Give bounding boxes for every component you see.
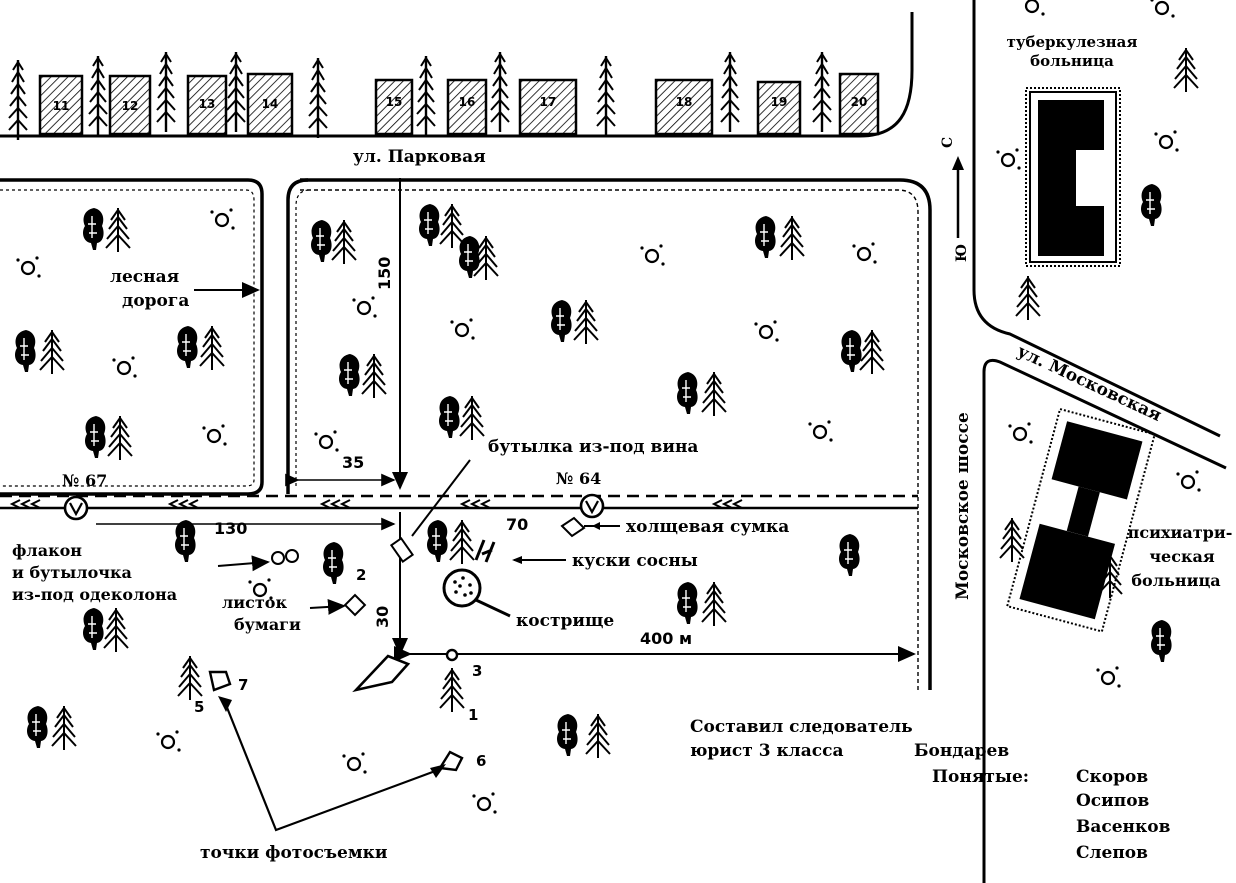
pine-pieces-label: куски сосны (572, 551, 698, 571)
marker-3: 3 (472, 662, 482, 680)
wine-bottle: бутылка из-под вина (389, 437, 698, 564)
forest-road-label-2: дорога (122, 291, 189, 311)
signature-block: Составил следователь юрист 3 класса Бонд… (690, 717, 1171, 863)
house-number: 14 (262, 97, 279, 111)
witness-1: Скоров (1076, 767, 1148, 787)
witness-2: Осипов (1076, 791, 1150, 811)
witnesses-label: Понятые: (932, 767, 1029, 787)
campfire-label: кострище (516, 611, 614, 631)
marker-2: 2 (356, 566, 366, 584)
flacon-label-1: флакон (12, 541, 82, 560)
measurements: 150 35 130 70 30 400 м (96, 178, 916, 662)
house-number: 16 (459, 95, 476, 109)
path-arrows (9, 499, 743, 509)
compass-south: Ю (954, 244, 970, 262)
house-17: 17 (518, 78, 578, 136)
witness-4: Слепов (1076, 843, 1148, 863)
distance-150: 150 (375, 257, 394, 290)
distance-400: 400 м (640, 629, 692, 648)
canvas-bag: холщевая сумка (560, 516, 789, 538)
house-20: 20 (838, 72, 880, 136)
marker-6: 6 (476, 752, 486, 770)
paper-sheet: листок бумаги (222, 593, 367, 634)
street-name-parkovaya: ул. Парковая (353, 147, 486, 167)
psych-hospital-label-3: больница (1131, 571, 1220, 590)
distance-130: 130 (214, 519, 247, 538)
tb-hospital-label-1: туберкулезная (1007, 33, 1138, 51)
photo-points: точки фотосъемки (200, 696, 446, 863)
paper-label-1: листок (222, 593, 287, 612)
markers: 3 1 2 5 7 6 (194, 566, 486, 772)
flacon-label-3: из-под одеколона (12, 585, 177, 604)
house-19: 19 (756, 80, 802, 136)
camera-icon (208, 670, 232, 692)
flacon: флакон и бутылочка из-под одеколона (12, 541, 299, 604)
house-number: 20 (851, 95, 868, 109)
signature-line1: Составил следователь (690, 717, 913, 737)
house-number: 11 (53, 99, 70, 113)
pole-64-label: № 64 (556, 469, 601, 488)
house-14: 14 (246, 72, 294, 136)
house-15: 15 (374, 78, 414, 136)
north-arrow-icon (952, 156, 964, 170)
house-11: 11 (38, 74, 84, 136)
marker-7: 7 (238, 676, 248, 694)
signature-name: Бондарев (914, 741, 1009, 761)
forest-path (0, 494, 918, 510)
wine-bottle-label: бутылка из-под вина (488, 437, 698, 457)
pole-67-label: № 67 (62, 471, 107, 490)
tb-hospital: туберкулезная больница (1007, 33, 1138, 267)
forest-road-label: лесная дорога (110, 267, 260, 311)
body-outline (352, 648, 459, 693)
camera-icon (437, 750, 464, 772)
house-12: 12 (108, 74, 152, 136)
psych-hospital: психиатри- ческая больница (1006, 407, 1233, 633)
forest-road-label-1: лесная (110, 267, 179, 287)
witness-3: Васенков (1076, 817, 1171, 837)
distance-35: 35 (342, 453, 364, 472)
canvas-bag-label: холщевая сумка (626, 517, 789, 537)
flacon-label-2: и бутылочка (12, 563, 132, 582)
house-number: 15 (386, 95, 403, 109)
house-number: 18 (676, 95, 693, 109)
street-name-moskovskaya: ул. Московская (1014, 341, 1165, 425)
campfire: кострище (442, 568, 614, 631)
distance-70: 70 (506, 515, 528, 534)
parkovaya-street: ул. Парковая (0, 12, 914, 167)
house-number: 17 (540, 95, 557, 109)
compass: С Ю (940, 137, 970, 262)
psych-hospital-label-2: ческая (1149, 547, 1215, 566)
houses-row: 11 12 13 14 15 16 17 18 (38, 72, 880, 136)
house-number: 13 (199, 97, 216, 111)
marker-5: 5 (194, 698, 204, 716)
tb-hospital-label-2: больница (1030, 52, 1114, 70)
house-number: 19 (771, 95, 788, 109)
pole-64: № 64 (556, 469, 605, 519)
house-13: 13 (186, 74, 228, 136)
forest-boundaries (0, 178, 932, 690)
house-18: 18 (654, 78, 714, 136)
street-name-moskovskoe-shosse: Московское шоссе (953, 412, 973, 600)
signature-role: юрист 3 класса (690, 741, 843, 761)
compass-north: С (940, 137, 956, 148)
photo-points-label: точки фотосъемки (200, 843, 388, 863)
house-number: 12 (122, 99, 139, 113)
psych-hospital-label-1: психиатри- (1128, 523, 1233, 542)
distance-30: 30 (373, 606, 392, 628)
pole-67: № 67 (62, 471, 107, 521)
paper-label-2: бумаги (234, 615, 301, 634)
marker-1: 1 (468, 706, 478, 724)
house-16: 16 (446, 78, 488, 136)
pine-pieces: куски сосны (474, 539, 698, 571)
